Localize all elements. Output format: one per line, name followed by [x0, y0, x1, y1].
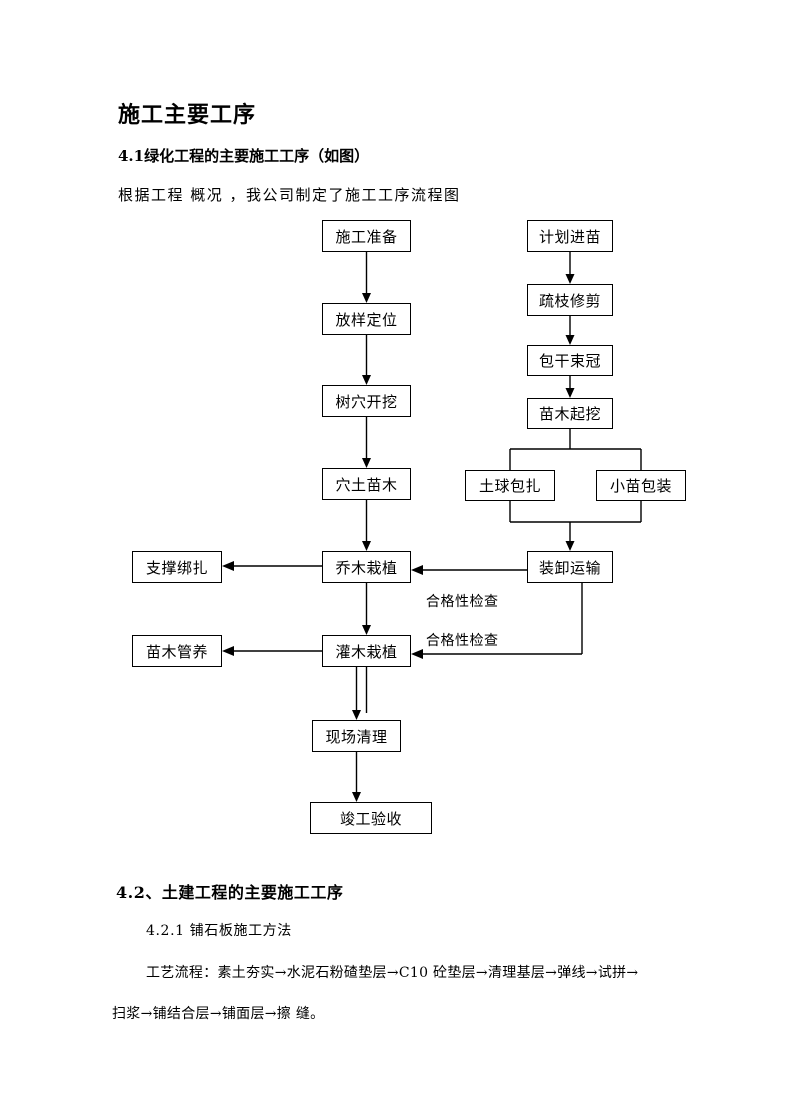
intro-paragraph: 根据工程 概况 ，我公司制定了施工工序流程图 [118, 186, 461, 204]
flow-node-zhicheng-bangzha[interactable]: 支撑绑扎 [132, 551, 222, 583]
flow-node-fangyang-dingwei[interactable]: 放样定位 [322, 303, 411, 335]
flow-node-miaomu-guanyang[interactable]: 苗木管养 [132, 635, 222, 667]
flow-node-zhuangxie-yunshu[interactable]: 装卸运输 [527, 551, 613, 583]
flow-node-shuzhi-xiujian[interactable]: 疏枝修剪 [527, 284, 613, 316]
section-heading-4-1: 4.1绿化工程的主要施工工序（如图） [118, 147, 370, 165]
section-heading-4-2: 4.2、土建工程的主要施工工序 [116, 883, 344, 902]
flow-node-xuetu-miaomu[interactable]: 穴土苗木 [322, 468, 411, 500]
flow-node-baogan-shuguan[interactable]: 包干束冠 [527, 345, 613, 376]
section-heading-4-2-1: 4.2.1 铺石板施工方法 [146, 923, 292, 939]
page-title: 施工主要工序 [118, 102, 257, 128]
flow-node-miaomu-qiwa[interactable]: 苗木起挖 [527, 398, 613, 429]
flow-node-shuxue-kaiwa[interactable]: 树穴开挖 [322, 385, 411, 417]
flow-node-jihua-jinmiao[interactable]: 计划进苗 [527, 220, 613, 252]
edge-label-qualification-check-2: 合格性检查 [424, 630, 501, 650]
flow-node-xiaomiao-baozhuang[interactable]: 小苗包装 [596, 470, 686, 501]
flow-node-qiaomu-zaizhi[interactable]: 乔木栽植 [322, 551, 411, 583]
flow-node-guanmu-zaizhi[interactable]: 灌木栽植 [322, 635, 411, 667]
flow-node-shigong-zhunbei[interactable]: 施工准备 [322, 220, 411, 252]
process-flow-line-1: 工艺流程：素土夯实→水泥石粉碴垫层→C10 砼垫层→清理基层→弹线→试拼→ [146, 965, 639, 981]
flow-node-jungong-yanshou[interactable]: 竣工验收 [310, 802, 432, 834]
flow-node-tuqiu-baozha[interactable]: 土球包扎 [465, 470, 555, 501]
flow-node-xianchang-qingli[interactable]: 现场清理 [312, 720, 401, 752]
edge-label-qualification-check-1: 合格性检查 [424, 591, 501, 611]
process-flow-line-2: 扫浆→铺结合层→铺面层→擦 缝。 [112, 1006, 325, 1022]
